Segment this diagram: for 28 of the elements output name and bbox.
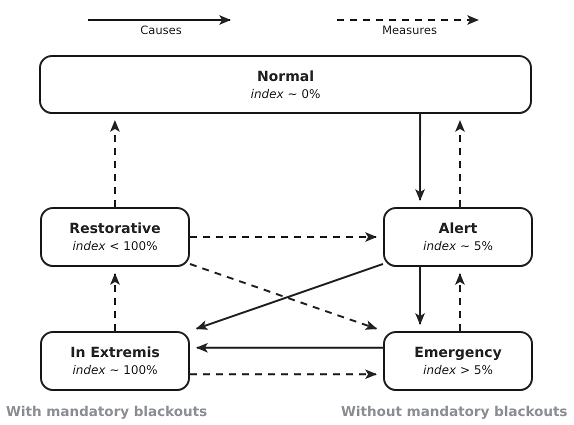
arrow [110,273,120,331]
arrow [196,342,383,353]
group-note: Without mandatory blackouts [341,404,568,420]
arrow [454,273,465,331]
state-name: In Extremis [70,344,160,362]
arrow [190,369,377,380]
arrow [415,267,426,325]
state-name: Emergency [414,344,502,362]
index-value: index ∼ 100% [72,362,158,378]
arrow [110,120,120,207]
arrow [455,120,465,207]
legend-label: Causes [140,23,182,37]
state-box [40,331,190,391]
state-box [40,207,190,267]
state-name: Normal [256,68,314,86]
state-name: Restorative [69,220,161,238]
state-box [383,207,533,267]
state-box [39,55,532,114]
arrow [190,232,377,242]
index-value: index ∼ 5% [423,238,493,254]
legend-label: Measures [382,23,437,37]
state-name: Alert [438,220,478,238]
arrow [415,114,426,201]
index-value: index ∼ 0% [250,86,320,102]
index-value: index > 5% [423,362,493,378]
group-note: With mandatory blackouts [6,404,208,420]
index-value: index < 100% [72,238,158,254]
state-box [383,331,533,391]
